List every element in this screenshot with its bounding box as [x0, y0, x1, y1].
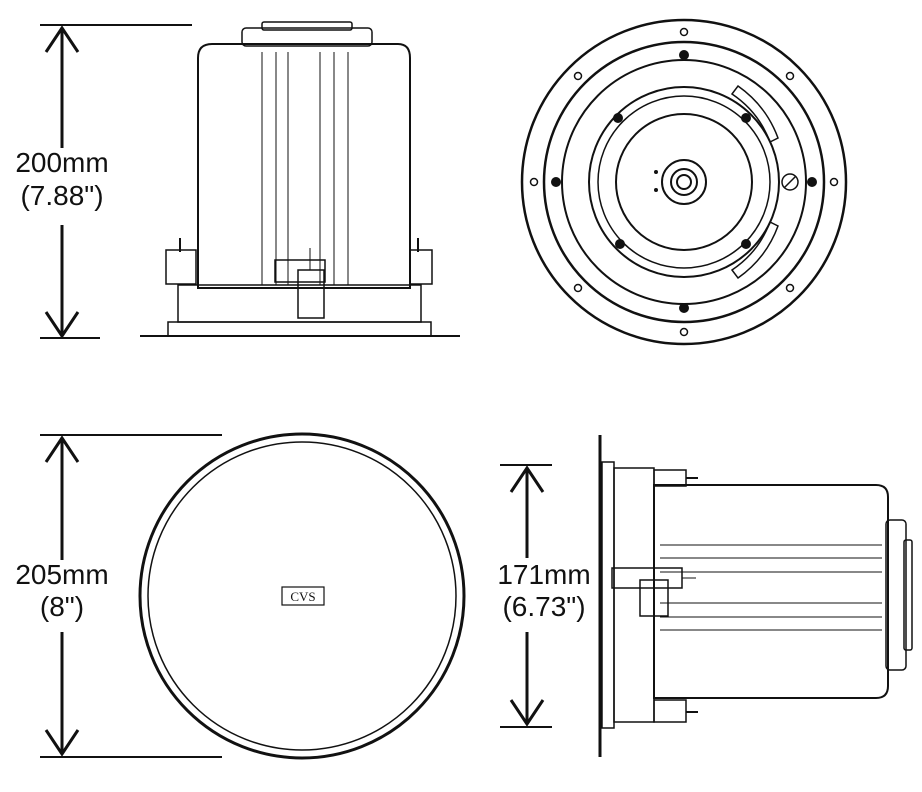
clamp-left [165, 249, 197, 285]
height-inch-label: (7.88") [20, 180, 103, 211]
depth-mm-label: 171mm [497, 559, 590, 590]
height-mm-label: 200mm [15, 147, 108, 178]
grille-inner-ring [147, 441, 457, 751]
flange-holes [529, 27, 839, 337]
mounting-ring [177, 284, 422, 323]
terminal-cap [261, 21, 353, 31]
flange-edge [601, 461, 615, 729]
level-adjust-screw [781, 173, 799, 191]
arrow-up-icon [509, 465, 545, 493]
diameter-mm-label: 205mm [15, 559, 108, 590]
baffle-ring [542, 40, 826, 324]
grille-view: 205mm (8") CVS [15, 432, 466, 760]
depth-inch-label: (6.73") [502, 591, 585, 622]
tweeter-slot-upper [730, 84, 779, 144]
clamp-right [409, 249, 433, 285]
connector-block [274, 259, 326, 283]
woofer-cone [615, 113, 753, 251]
clamp-bottom [653, 699, 687, 723]
diameter-inch-label: (8") [40, 591, 84, 622]
logo-badge [281, 586, 325, 606]
arrow-down-icon [44, 729, 80, 757]
outer-rim [520, 18, 848, 346]
tweeter [661, 159, 707, 205]
arrow-up-icon [44, 25, 80, 53]
terminal-cover [885, 519, 907, 671]
side-view-top: 200mm (7.88") [15, 21, 460, 339]
logo-text: CVS [290, 589, 315, 604]
arrow-down-icon [509, 699, 545, 727]
front-view [520, 18, 848, 346]
back-can [653, 484, 889, 699]
woofer-surround [588, 86, 780, 278]
side-view-profile: 171mm (6.73") [497, 435, 913, 757]
terminal-cap [903, 539, 913, 651]
connector-post [611, 567, 683, 589]
tweeter-slot-lower [730, 220, 779, 280]
mounting-screws [551, 50, 817, 313]
clamp-top [653, 469, 687, 487]
arrow-up-icon [44, 435, 80, 463]
connector-block [639, 579, 669, 617]
grille-outer-ring [138, 432, 466, 760]
arrow-down-icon [44, 311, 80, 339]
back-can [197, 43, 411, 289]
terminal-cover [241, 27, 373, 47]
connector-post [297, 269, 325, 319]
mounting-ring [613, 467, 655, 723]
mounting-flange [167, 321, 432, 337]
